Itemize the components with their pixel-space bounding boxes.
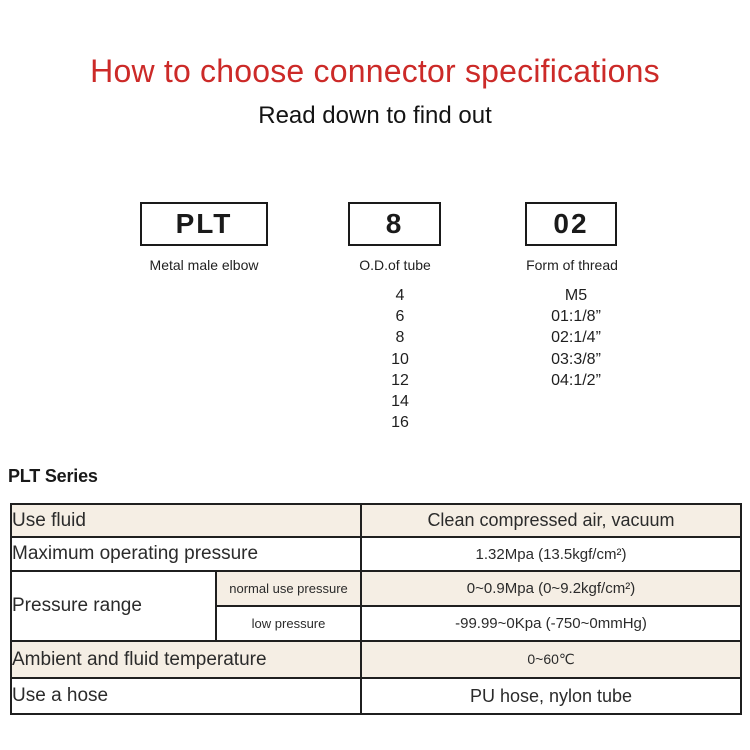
row-value: -99.99~0Kpa (-750~0mmHg) [360,605,742,642]
table-row-temperature: Ambient and fluid temperature 0~60℃ [9,640,742,679]
code-box-series: PLT [140,202,268,246]
code-box-series-label: Metal male elbow [149,257,259,273]
table-row-pressure-range-normal: Pressure range normal use pressure 0~0.9… [10,570,742,642]
code-box-thread: 02 [525,202,617,246]
thread-option: 02:1/4” [551,329,601,347]
tube-od-option: 12 [391,371,409,389]
row-value: 0~60℃ [360,640,742,679]
row-value: PU hose, nylon tube [360,677,742,715]
series-heading: PLT Series [8,466,98,486]
tube-od-option: 16 [391,414,409,432]
table-row-hose: Use a hose PU hose, nylon tube [9,677,742,715]
row-label: Use fluid [9,503,363,538]
tube-od-option: 8 [395,329,405,347]
code-box-tube-od-label: O.D.of tube [359,257,431,273]
code-box-thread-label: Form of thread [526,257,618,273]
row-label: Use a hose [9,677,363,715]
thread-option: M5 [564,287,588,304]
table-row-use-fluid: Use fluid Clean compressed air, vacuum [9,503,742,538]
code-box-tube-od: 8 [348,202,441,246]
thread-option-list: M5 01:1/8” 02:1/4” 03:3/8” 04:1/2” [551,285,601,391]
thread-option: 03:3/8” [551,350,601,368]
table-row-pressure-range-low: low pressure -99.99~0Kpa (-750~0mmHg) [11,605,742,642]
row-label: Maximum operating pressure [9,536,363,572]
spec-table: Use fluid Clean compressed air, vacuum M… [9,503,742,715]
page-subtitle: Read down to find out [258,102,492,129]
row-sublabel: low pressure [214,605,363,642]
row-value: 1.32Mpa (13.5kgf/cm²) [360,536,742,572]
row-sublabel: normal use pressure [214,570,363,607]
row-value: Clean compressed air, vacuum [360,503,742,538]
tube-od-option: 6 [395,308,405,326]
tube-od-option: 4 [395,287,405,304]
thread-option: 01:1/8” [551,308,601,326]
tube-od-option: 14 [391,393,409,411]
tube-od-option-list: 4 6 8 10 12 14 16 [391,285,409,433]
row-value: 0~0.9Mpa (0~9.2kgf/cm²) [360,570,742,607]
row-label: Ambient and fluid temperature [9,640,363,679]
row-label: Pressure range [10,570,217,642]
page-title: How to choose connector specifications [90,53,660,89]
table-row-max-pressure: Maximum operating pressure 1.32Mpa (13.5… [9,536,742,572]
thread-option: 04:1/2” [551,371,601,389]
tube-od-option: 10 [391,350,409,368]
